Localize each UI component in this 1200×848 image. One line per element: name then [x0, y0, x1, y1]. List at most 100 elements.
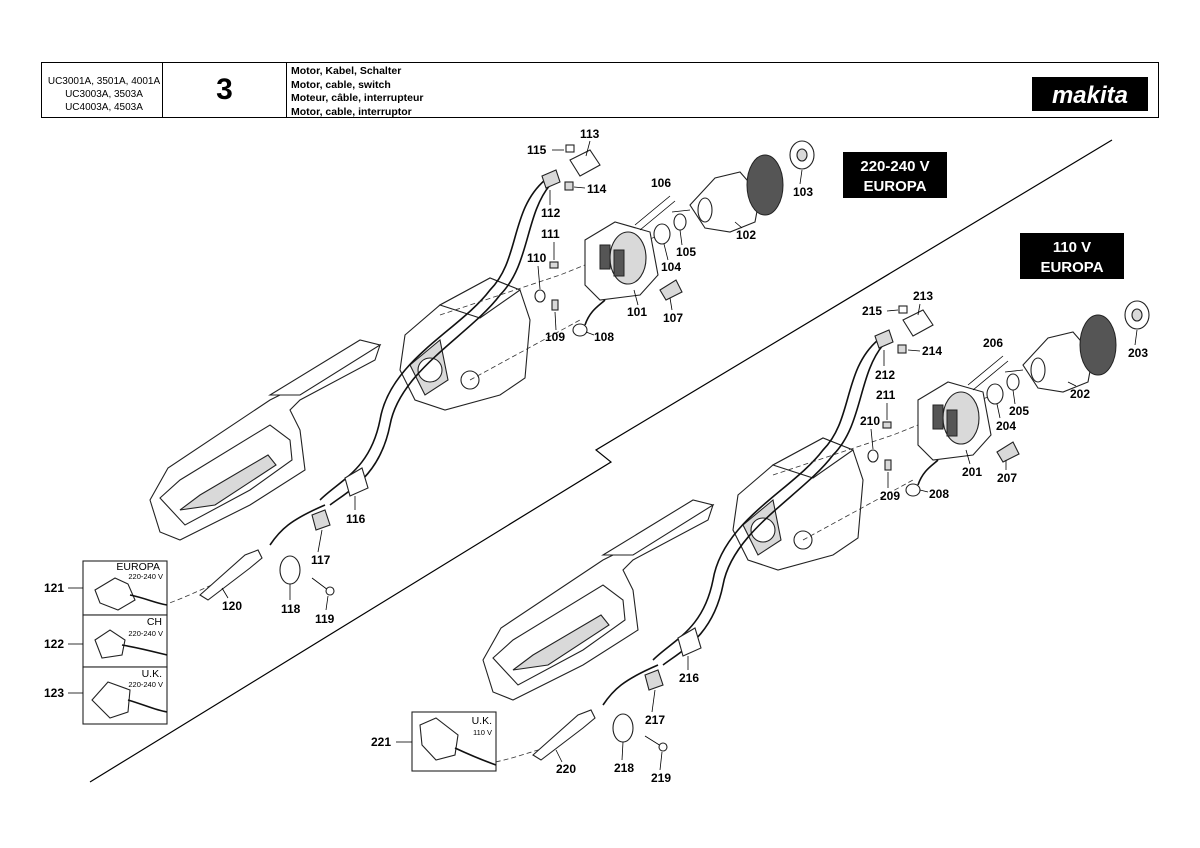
handle-housing [482, 499, 715, 701]
screw [972, 360, 1009, 391]
title-en: Motor, cable, switch [291, 78, 391, 91]
part-number-label: 219 [651, 771, 671, 785]
screw [644, 735, 662, 747]
plug-europa: EUROPA 220-240 V [82, 560, 168, 616]
dashed-axis [802, 479, 914, 541]
switch-connector [874, 329, 894, 349]
part-number-label: 116 [346, 512, 366, 526]
field-stator [584, 221, 659, 301]
grommet [534, 289, 546, 303]
connector [344, 467, 369, 497]
part-number-label: 106 [651, 176, 671, 190]
part-number-label: 114 [587, 182, 607, 196]
part-number-label: 215 [862, 304, 882, 318]
brush-holder [996, 441, 1020, 463]
part-number-label: 218 [614, 761, 634, 775]
motor-housing [732, 437, 864, 571]
part-number-label: 213 [913, 289, 933, 303]
connector [677, 627, 702, 657]
plug-name: U.K. [472, 715, 492, 727]
dashed-axis [772, 394, 994, 476]
voltage-badge-lower: 110 V EUROPA [1020, 233, 1124, 279]
part-number-label: 211 [876, 388, 896, 402]
bearing [789, 140, 815, 170]
screw [639, 200, 676, 231]
plug-uk: U.K. 220-240 V [82, 666, 168, 725]
armature [1004, 314, 1117, 393]
page-number: 3 [163, 63, 287, 117]
switch-spacer [897, 344, 907, 354]
cable-lead [269, 504, 326, 546]
section-titles: Motor, Kabel, Schalter Motor, cable, swi… [287, 63, 1158, 118]
assembly-110v: U.K. 110 V 213 215 214 206 203 212 202 2… [371, 289, 1150, 785]
plug-voltage: 220-240 V [128, 629, 163, 638]
part-number-label: 107 [663, 311, 683, 325]
part-number-label: 216 [679, 671, 699, 685]
motor-housing [399, 277, 531, 411]
title-fr: Moteur, câble, interrupteur [291, 92, 424, 104]
title-de: Motor, Kabel, Schalter [291, 65, 402, 77]
screw-head [325, 586, 335, 596]
makita-logo: makita [1032, 77, 1148, 111]
plug-voltage: 220-240 V [128, 572, 163, 581]
part-number-label: 103 [793, 185, 813, 199]
cable-lead [602, 664, 659, 706]
part-number-label: 111 [541, 227, 560, 241]
part-number-label: 117 [311, 553, 331, 567]
plug-voltage: 110 V [473, 728, 492, 737]
part-number-label: 217 [645, 713, 665, 727]
part-number-label: 220 [556, 762, 576, 776]
switch-connector [541, 169, 561, 189]
part-number-label: 101 [627, 305, 647, 319]
screw-head [658, 742, 668, 752]
part-number-label: 210 [860, 414, 880, 428]
plug-name: CH [147, 616, 162, 628]
part-number-label: 207 [997, 471, 1017, 485]
part-number-label: 102 [736, 228, 756, 242]
armature [671, 154, 784, 233]
cable-lead [652, 339, 879, 661]
part-number-label: 209 [880, 489, 900, 503]
plug-voltage: 220-240 V [128, 680, 163, 689]
terminal [882, 421, 892, 429]
region-text: EUROPA [863, 178, 926, 195]
region-text: EUROPA [1040, 259, 1103, 276]
switch [569, 149, 601, 177]
part-number-label: 122 [44, 637, 64, 651]
part-number-label: 205 [1009, 404, 1029, 418]
wire [917, 459, 939, 486]
rubber-ring [572, 323, 588, 337]
part-number-label: 105 [676, 245, 696, 259]
part-number-label: 108 [594, 330, 614, 344]
part-number-label: 201 [962, 465, 982, 479]
plug-name: U.K. [142, 668, 162, 680]
part-number-label: 118 [281, 602, 301, 616]
terminal [551, 299, 559, 311]
model-line: UC3001A, 3501A, 4001A [47, 76, 161, 87]
bearing-small [653, 223, 671, 245]
brush-holder [659, 279, 683, 301]
assembly-220v: EUROPA 220-240 V CH 220-240 V U.K. 220-2… [44, 127, 815, 725]
part-number-label: 212 [875, 368, 895, 382]
part-number-label: 104 [661, 260, 681, 274]
plug-name: EUROPA [116, 561, 160, 573]
switch [902, 309, 934, 337]
cable-lead [319, 179, 546, 501]
part-number-label: 113 [580, 127, 600, 141]
part-number-label: 203 [1128, 346, 1148, 360]
part-number-label: 115 [527, 143, 547, 157]
part-number-label: 109 [545, 330, 565, 344]
cable-clamp [644, 669, 664, 691]
part-number-label: 204 [996, 419, 1016, 433]
part-number-label: 208 [929, 487, 949, 501]
cable-lead [329, 184, 551, 506]
part-number-label: 214 [922, 344, 942, 358]
cable-lead [662, 344, 884, 666]
cable-clamp [311, 509, 331, 531]
terminal [884, 459, 892, 471]
model-line: UC3003A, 3503A [65, 89, 143, 100]
bearing [1124, 300, 1150, 330]
bearing-small [986, 383, 1004, 405]
screw [311, 577, 329, 591]
